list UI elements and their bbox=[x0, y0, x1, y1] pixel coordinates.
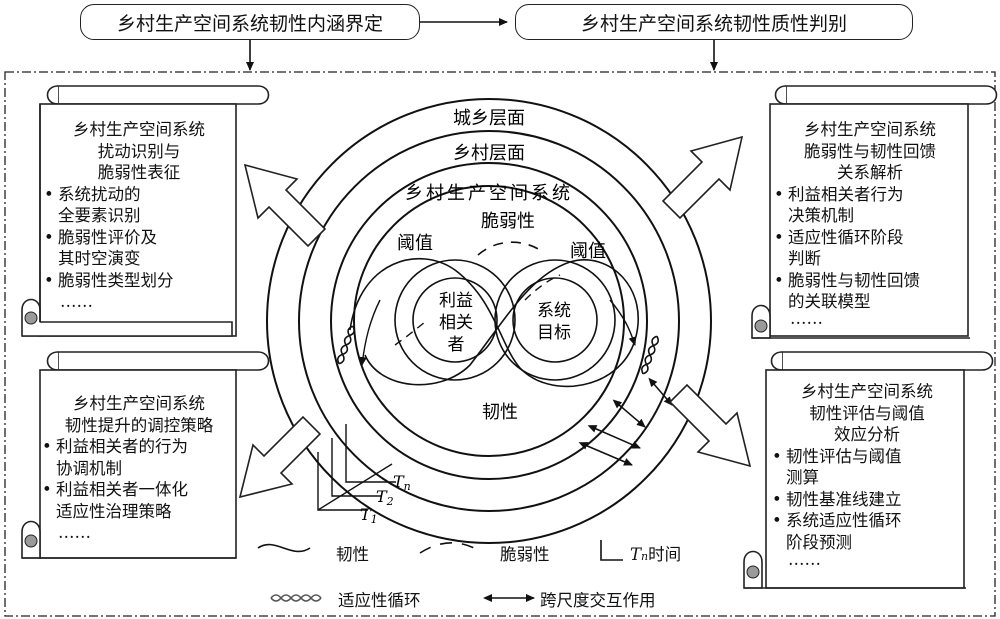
legend-resilience-label: 韧性 bbox=[336, 545, 369, 564]
panel-bottom-left-item: • 利益相关者一体化适应性治理策略 bbox=[42, 480, 188, 521]
label-threshold-right: 阈值 bbox=[570, 241, 606, 262]
helix-icon-right bbox=[641, 335, 659, 375]
panel-top-right-item: • 适应性循环阶段判断 bbox=[774, 227, 904, 269]
panel-bottom-right-title-1: 乡村生产空间系统 bbox=[801, 382, 933, 401]
panel-top-right: 乡村生产空间系统 脆弱性与韧性回馈 关系解析 • 利益相关者行为决策机制 • 适… bbox=[774, 119, 966, 328]
block-arrow-top-right bbox=[661, 135, 744, 220]
cross-scale-arrow-2 bbox=[612, 399, 646, 428]
scroll-panel-bottom-right bbox=[743, 351, 994, 589]
scroll-panel-top-right bbox=[751, 85, 998, 339]
panel-top-right-title-2: 脆弱性与韧性回馈 bbox=[804, 141, 936, 161]
legend-time-label: Tn时间 bbox=[630, 545, 682, 564]
scroll-panel-bottom-left bbox=[21, 351, 270, 559]
ring-urban-rural bbox=[266, 98, 712, 544]
panel-top-left-item: • 系统扰动的全要素识别 bbox=[44, 184, 141, 226]
legend-cross-scale-label: 跨尺度交互作用 bbox=[540, 591, 656, 610]
block-arrow-bottom-left bbox=[238, 415, 322, 499]
label-t1: T1 bbox=[360, 505, 378, 526]
panel-bottom-left-title-2: 韧性提升的调控策略 bbox=[64, 415, 214, 435]
scroll-curl-bottom-left bbox=[24, 534, 38, 548]
legend-vulnerability-label: 脆弱性 bbox=[500, 545, 550, 564]
cycle-arrow-right bbox=[609, 299, 637, 346]
panel-top-left-item: • 脆弱性类型划分 bbox=[44, 270, 174, 290]
ring-system bbox=[353, 185, 625, 457]
scroll-curl-bottom-right bbox=[746, 565, 760, 579]
panel-bottom-right-item: • 韧性基准线建立 bbox=[772, 489, 902, 509]
label-vulnerability: 脆弱性 bbox=[481, 211, 535, 232]
panel-bottom-right-more: …… bbox=[788, 550, 821, 569]
panel-top-left-item: • 脆弱性评价及其时空演变 bbox=[44, 227, 157, 269]
header-box-connotation: 乡村生产空间系统韧性内涵界定 bbox=[80, 4, 420, 40]
scroll-panel-top-left bbox=[21, 85, 270, 337]
panel-bottom-right: 乡村生产空间系统 韧性评估与阈值 效应分析 • 韧性评估与阈值测算 • 韧性基准… bbox=[772, 381, 962, 569]
panel-bottom-right-item: • 系统适应性循环阶段预测 bbox=[772, 511, 902, 552]
cross-scale-arrow-3 bbox=[587, 425, 641, 449]
label-ring-outer: 城乡层面 bbox=[453, 108, 525, 129]
panel-top-left-more: …… bbox=[60, 292, 93, 311]
scroll-curl-top-left bbox=[24, 311, 38, 325]
panel-bottom-right-title-2: 韧性评估与阈值 bbox=[809, 403, 925, 423]
header-box-connotation-text: 乡村生产空间系统韧性内涵界定 bbox=[116, 12, 383, 35]
label-goal-2: 目标 bbox=[537, 323, 571, 343]
helix-icon-left bbox=[337, 325, 355, 365]
panel-top-right-item: • 利益相关者行为决策机制 bbox=[774, 184, 904, 226]
cross-scale-arrow-4 bbox=[578, 442, 633, 466]
panel-bottom-right-title-3: 效应分析 bbox=[834, 425, 900, 444]
label-ring-inner: 乡村生产空间系统 bbox=[405, 183, 573, 204]
panel-top-left: 乡村生产空间系统 扰动识别与 脆弱性表征 • 系统扰动的全要素识别 • 脆弱性评… bbox=[44, 119, 234, 313]
vulnerability-dash-right bbox=[524, 274, 561, 301]
panel-bottom-left-more: …… bbox=[58, 523, 91, 542]
panel-bottom-right-item: • 韧性评估与阈值测算 bbox=[772, 446, 902, 488]
ring-rural bbox=[330, 162, 648, 480]
label-goal-1: 系统 bbox=[537, 301, 571, 321]
label-tn: Tn bbox=[393, 472, 411, 493]
label-t2: T2 bbox=[376, 487, 394, 508]
panel-top-right-more: …… bbox=[790, 308, 823, 328]
panel-top-right-title-3: 关系解析 bbox=[837, 163, 903, 182]
ring-urban-rural-inner bbox=[298, 130, 680, 512]
time-axes bbox=[317, 424, 396, 511]
circle-goal-inner bbox=[512, 277, 598, 363]
panel-top-right-title-1: 乡村生产空间系统 bbox=[804, 120, 936, 139]
panel-bottom-left: 乡村生产空间系统 韧性提升的调控策略 • 利益相关者的行为协调机制 • 利益相关… bbox=[42, 393, 236, 544]
cross-scale-arrow-1 bbox=[648, 377, 673, 406]
legend-time-symbol bbox=[600, 540, 623, 561]
label-stakeholder-1: 利益 bbox=[439, 291, 473, 311]
scroll-curl-top-right bbox=[754, 319, 768, 333]
label-stakeholder-3: 者 bbox=[448, 335, 465, 355]
panel-bottom-left-title-1: 乡村生产空间系统 bbox=[73, 394, 205, 413]
vulnerability-dash-left bbox=[394, 321, 426, 346]
circle-stakeholder-inner bbox=[412, 277, 498, 363]
dashed-frame bbox=[4, 71, 996, 617]
panel-bottom-left-item: • 利益相关者的行为协调机制 bbox=[42, 437, 188, 478]
panel-top-left-title-3: 脆弱性表征 bbox=[97, 163, 181, 182]
vulnerability-dash-top bbox=[477, 241, 541, 256]
circle-stakeholder-outer bbox=[394, 259, 516, 381]
label-ring-middle: 乡村层面 bbox=[453, 143, 525, 164]
block-arrow-top-left bbox=[243, 163, 327, 248]
panel-top-left-title-1: 乡村生产空间系统 bbox=[73, 120, 205, 139]
block-arrow-bottom-right bbox=[668, 383, 752, 468]
legend-resilience-symbol bbox=[257, 543, 311, 553]
adaptive-cycle-loop bbox=[349, 257, 640, 388]
panel-top-left-title-2: 扰动识别与 bbox=[97, 141, 181, 161]
label-resilience: 韧性 bbox=[482, 402, 518, 423]
cycle-arrow-left bbox=[358, 299, 381, 366]
legend-vulnerability-symbol bbox=[419, 542, 479, 554]
header-box-qualitative-text: 乡村生产空间系统韧性质性判别 bbox=[580, 12, 847, 35]
label-stakeholder-2: 相关 bbox=[439, 313, 473, 333]
header-box-qualitative: 乡村生产空间系统韧性质性判别 bbox=[515, 4, 913, 40]
label-threshold-left: 阈值 bbox=[397, 233, 433, 254]
legend-adaptive-cycle-label: 适应性循环 bbox=[338, 591, 421, 610]
legend-adaptive-cycle-symbol bbox=[270, 594, 322, 602]
panel-top-right-item: • 脆弱性与韧性回馈的关联模型 bbox=[774, 270, 920, 312]
